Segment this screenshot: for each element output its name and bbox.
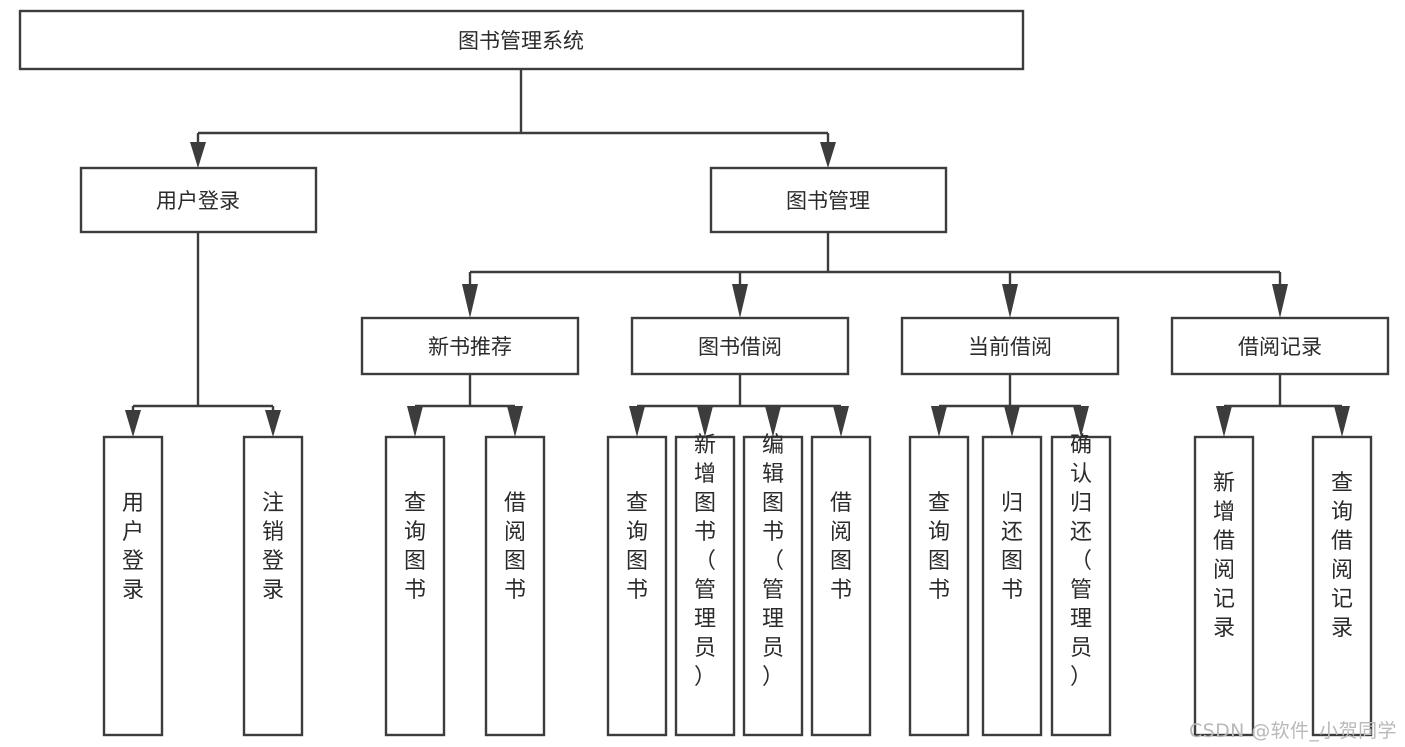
node-leaf-query-record-label: 查询借阅记录: [1331, 471, 1353, 641]
arrow-head-leaf-borrow-book-1: [507, 406, 523, 437]
arrow-head-leaf-edit-book: [765, 406, 781, 437]
node-user-login-box: [79, 166, 318, 234]
node-leaf-borrow-book-1-box: [484, 435, 546, 737]
node-book-borrow[interactable]: 图书借阅: [630, 316, 850, 376]
node-leaf-user-login-label: 用户登录: [122, 491, 144, 603]
node-leaf-borrow-book-1-label: 借阅图书: [504, 491, 526, 603]
node-current-borrow-box: [900, 316, 1120, 376]
node-book-borrow-box: [630, 316, 850, 376]
node-user-login-label: 用户登录: [156, 189, 240, 213]
node-leaf-borrow-book-2-label: 借阅图书: [830, 491, 852, 603]
node-leaf-edit-book[interactable]: 编辑图书（管理员）: [742, 433, 804, 737]
arrow-head-leaf-add-record: [1216, 406, 1232, 437]
arrow-head-book-manage: [820, 142, 836, 168]
node-leaf-add-record[interactable]: 新增借阅记录: [1193, 435, 1255, 737]
node-leaf-add-record-label: 新增借阅记录: [1213, 471, 1235, 641]
node-borrow-record-box: [1170, 316, 1390, 376]
node-leaf-borrow-book-2[interactable]: 借阅图书: [810, 435, 872, 737]
node-leaf-return-book[interactable]: 归还图书: [981, 435, 1043, 737]
node-user-login[interactable]: 用户登录: [79, 166, 318, 234]
node-leaf-query-book-2-label: 查询图书: [626, 491, 648, 603]
node-root[interactable]: 图书管理系统: [18, 9, 1025, 71]
node-borrow-record[interactable]: 借阅记录: [1170, 316, 1390, 376]
arrow-head-new-book-rec: [462, 284, 478, 318]
node-borrow-record-label: 借阅记录: [1238, 335, 1322, 359]
node-leaf-add-record-box: [1193, 435, 1255, 737]
node-leaf-add-book-box: [674, 435, 736, 737]
leaf-nodes-group: 用户登录 注销登录 查询图书 借阅图书 查询图书 新增图书（管理员） 编辑图书（…: [102, 433, 1373, 737]
node-new-book-rec[interactable]: 新书推荐: [360, 316, 580, 376]
node-leaf-query-book-1[interactable]: 查询图书: [384, 435, 446, 737]
arrow-head-book-borrow: [732, 284, 748, 318]
node-leaf-user-logout-label: 注销登录: [262, 491, 284, 603]
node-leaf-query-book-3-box: [908, 435, 970, 737]
arrow-head-leaf-query-book-1: [407, 406, 423, 437]
node-leaf-user-logout[interactable]: 注销登录: [242, 435, 304, 737]
node-leaf-return-book-box: [981, 435, 1043, 737]
arrow-head-leaf-query-book-3: [931, 406, 947, 437]
node-leaf-add-book[interactable]: 新增图书（管理员）: [674, 433, 736, 737]
arrow-head-leaf-return-book: [1004, 406, 1020, 437]
node-leaf-confirm-return-box: [1050, 435, 1112, 737]
node-book-manage-box: [709, 166, 948, 234]
node-current-borrow[interactable]: 当前借阅: [900, 316, 1120, 376]
arrow-head-leaf-add-book: [697, 406, 713, 437]
arrow-head-user-login: [190, 142, 206, 168]
node-book-manage[interactable]: 图书管理: [709, 166, 948, 234]
node-leaf-user-login-box: [102, 435, 164, 737]
node-leaf-borrow-book-2-box: [810, 435, 872, 737]
arrow-head-leaf-query-book-2: [629, 406, 645, 437]
node-leaf-user-login[interactable]: 用户登录: [102, 435, 164, 737]
connector-group: [125, 69, 1350, 437]
node-leaf-confirm-return-label: 确认归还（管理员）: [1070, 433, 1092, 690]
node-leaf-confirm-return[interactable]: 确认归还（管理员）: [1050, 433, 1112, 737]
node-leaf-query-record[interactable]: 查询借阅记录: [1311, 435, 1373, 737]
node-leaf-add-book-label: 新增图书（管理员）: [694, 433, 716, 690]
node-root-label: 图书管理系统: [458, 29, 584, 53]
node-book-borrow-label: 图书借阅: [698, 335, 782, 359]
node-leaf-edit-book-box: [742, 435, 804, 737]
arrow-head-leaf-user-logout: [265, 410, 281, 437]
node-leaf-query-record-box: [1311, 435, 1373, 737]
node-leaf-query-book-1-label: 查询图书: [404, 491, 426, 603]
node-leaf-query-book-2[interactable]: 查询图书: [606, 435, 668, 737]
node-leaf-return-book-label: 归还图书: [1001, 491, 1023, 603]
node-root-box: [18, 9, 1025, 71]
arrow-head-leaf-query-record: [1334, 406, 1350, 437]
node-new-book-rec-box: [360, 316, 580, 376]
node-book-manage-label: 图书管理: [786, 189, 870, 213]
arrow-head-borrow-record: [1272, 284, 1288, 318]
arrow-head-current-borrow: [1002, 284, 1018, 318]
node-leaf-query-book-3-label: 查询图书: [928, 491, 950, 603]
node-leaf-query-book-1-box: [384, 435, 446, 737]
node-leaf-user-logout-box: [242, 435, 304, 737]
node-leaf-query-book-2-box: [606, 435, 668, 737]
arrow-head-leaf-confirm-return: [1073, 406, 1089, 437]
arrow-head-leaf-user-login: [125, 410, 141, 437]
node-leaf-query-book-3[interactable]: 查询图书: [908, 435, 970, 737]
node-leaf-edit-book-label: 编辑图书（管理员）: [762, 433, 784, 690]
node-new-book-rec-label: 新书推荐: [428, 335, 512, 359]
arrow-head-leaf-borrow-book-2: [833, 406, 849, 437]
node-leaf-borrow-book-1[interactable]: 借阅图书: [484, 435, 546, 737]
node-current-borrow-label: 当前借阅: [968, 335, 1052, 359]
